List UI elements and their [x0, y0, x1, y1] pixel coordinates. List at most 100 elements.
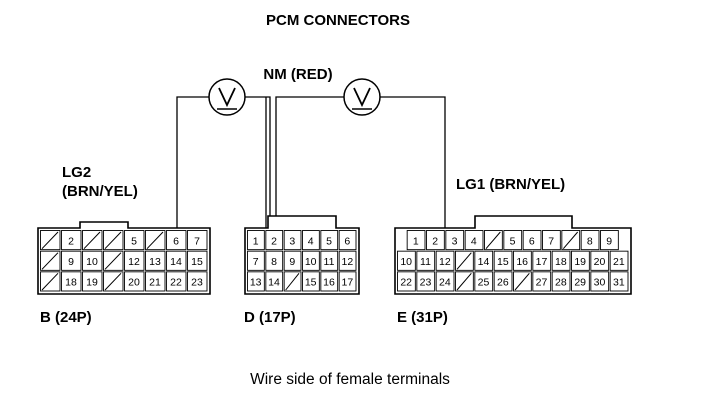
blank-cavity-mark: [562, 231, 579, 249]
pin-number: 31: [613, 277, 625, 289]
pin-cell: [320, 271, 339, 292]
blank-cavity-mark: [41, 252, 59, 270]
pin-cell: [265, 230, 284, 251]
pin-cell: [571, 271, 590, 292]
pin-number: 7: [194, 235, 200, 247]
pin-cell: [416, 271, 436, 292]
pin-number: 19: [574, 256, 586, 268]
pin-cell: [435, 271, 455, 292]
pin-cell: [302, 271, 320, 292]
pin-cell: [124, 230, 145, 251]
pin-number: 25: [478, 277, 490, 289]
blank-cavity-mark: [104, 272, 122, 291]
pin-number: 23: [191, 277, 203, 289]
blank-cavity-mark: [485, 231, 501, 249]
pin-cell: [464, 230, 484, 251]
pin-number: 6: [173, 235, 179, 247]
pin-cell: [145, 250, 166, 271]
pin-cell: [397, 271, 416, 292]
pin-cell: [338, 271, 357, 292]
pin-number: 12: [128, 256, 140, 268]
pin-cell: [542, 230, 561, 251]
pin-cell: [302, 230, 320, 251]
pin-number: 8: [587, 235, 593, 247]
pin-cell: [187, 250, 208, 271]
nm-probe-wire-left: [245, 96, 271, 233]
pin-cell: [406, 230, 426, 251]
blank-cavity-mark: [41, 272, 59, 291]
pin-number: 5: [131, 235, 137, 247]
pin-number: 10: [305, 256, 317, 268]
pin-cell: [187, 230, 208, 251]
pin-number: 14: [170, 256, 182, 268]
pin-number: 15: [305, 277, 317, 289]
pin-number: 3: [289, 235, 295, 247]
pin-number: 20: [594, 256, 606, 268]
lg2-label-line1: LG2: [62, 164, 91, 181]
blank-cavity-mark: [514, 273, 530, 291]
connector-d-label: D (17P): [244, 309, 296, 326]
pin-number: 21: [613, 256, 625, 268]
pin-number: 8: [271, 256, 277, 268]
pin-number: 13: [250, 277, 262, 289]
pin-number: 5: [510, 235, 516, 247]
pin-number: 4: [308, 235, 314, 247]
pin-number: 19: [86, 277, 98, 289]
pin-cell: [397, 250, 416, 271]
blank-cavity-mark: [146, 231, 164, 250]
pin-number: 9: [289, 256, 295, 268]
pin-cell: [82, 250, 103, 271]
pin-cell: [609, 271, 629, 292]
pin-cell: [493, 271, 513, 292]
pin-cell: [435, 250, 455, 271]
pin-number: 7: [253, 256, 259, 268]
pin-number: 29: [574, 277, 586, 289]
blank-cavity-mark: [41, 231, 59, 250]
pin-number: 13: [149, 256, 161, 268]
pin-number: 2: [271, 235, 277, 247]
pin-number: 6: [529, 235, 535, 247]
pin-cell: [590, 250, 610, 271]
pin-number: 2: [68, 235, 74, 247]
pin-number: 9: [68, 256, 74, 268]
lg1-probe-wire: [380, 96, 446, 233]
pin-number: 18: [555, 256, 567, 268]
pin-cell: [283, 230, 302, 251]
pin-number: 27: [536, 277, 548, 289]
pin-cell: [187, 271, 208, 292]
pin-cell: [532, 271, 552, 292]
voltmeter-icon: [208, 78, 246, 116]
pin-number: 24: [439, 277, 451, 289]
pin-number: 7: [548, 235, 554, 247]
pin-cell: [166, 230, 187, 251]
pin-cell: [609, 250, 629, 271]
lg2-label-line2: (BRN/YEL): [62, 183, 138, 200]
pin-number: 3: [452, 235, 458, 247]
nm-wire-label: NM (RED): [263, 66, 332, 83]
diagram-caption: Wire side of female terminals: [250, 371, 450, 388]
pin-number: 10: [400, 256, 412, 268]
pin-cell: [551, 250, 571, 271]
pin-number: 22: [400, 277, 412, 289]
lg2-probe-wire: [176, 96, 209, 228]
pin-number: 30: [594, 277, 606, 289]
pin-cell: [493, 250, 513, 271]
pin-cell: [532, 250, 552, 271]
pin-number: 12: [341, 256, 353, 268]
pin-number: 15: [191, 256, 203, 268]
blank-cavity-mark: [456, 252, 472, 270]
pin-number: 28: [555, 277, 567, 289]
pin-number: 4: [471, 235, 477, 247]
pin-cell: [590, 271, 610, 292]
pin-number: 17: [536, 256, 548, 268]
blank-cavity-mark: [456, 273, 472, 291]
pin-cell: [265, 271, 284, 292]
connector-e-label: E (31P): [397, 309, 448, 326]
pin-number: 23: [420, 277, 432, 289]
pin-cell: [61, 250, 82, 271]
test-wiring: [176, 96, 446, 235]
blank-cavity-mark: [104, 252, 122, 270]
